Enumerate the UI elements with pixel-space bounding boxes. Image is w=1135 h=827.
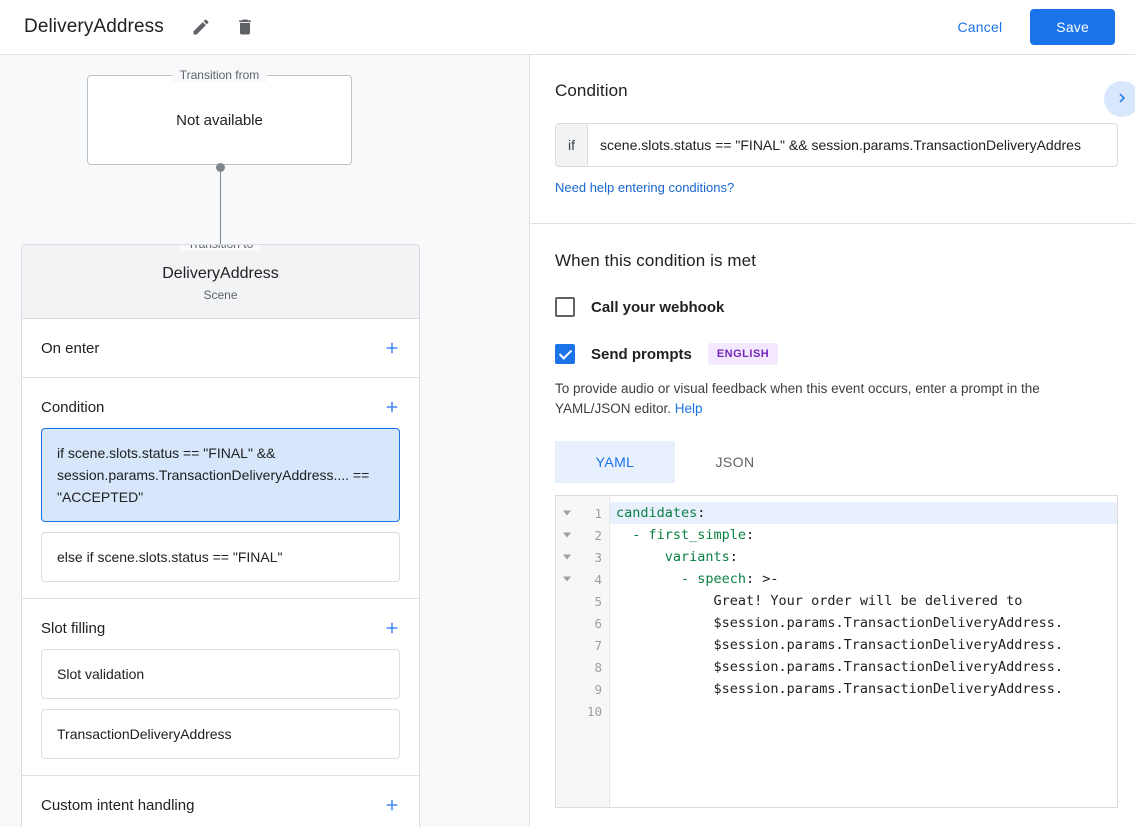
section-title-custom-intent-handling: Custom intent handling: [41, 797, 194, 814]
transition-to-card: Transition to DeliveryAddress Scene On e…: [21, 244, 420, 827]
list-item[interactable]: Slot validation: [41, 649, 400, 699]
fold-arrow-icon[interactable]: [563, 577, 571, 582]
scene-name: DeliveryAddress: [22, 265, 419, 283]
editor-line-number: 10: [556, 700, 609, 722]
editor-line-number: 1: [556, 502, 609, 524]
when-met-heading: When this condition is met: [555, 251, 1117, 271]
plus-icon: [383, 619, 401, 637]
chevron-right-icon: [1113, 89, 1131, 110]
list-item[interactable]: if scene.slots.status == "FINAL" && sess…: [41, 428, 400, 522]
section-header-on-enter: On enter: [22, 319, 419, 377]
editor-code-line: $session.params.TransactionDeliveryAddre…: [610, 634, 1117, 656]
save-button[interactable]: Save: [1030, 9, 1115, 45]
section-header-condition: Condition: [22, 378, 419, 428]
editor-code-line: $session.params.TransactionDeliveryAddre…: [610, 656, 1117, 678]
fold-arrow-icon[interactable]: [563, 511, 571, 516]
scene-header: Transition to DeliveryAddress Scene: [22, 245, 419, 319]
section-header-slot-filling: Slot filling: [22, 599, 419, 649]
transition-from-value: Not available: [88, 76, 351, 164]
tab-yaml[interactable]: YAML: [555, 441, 675, 483]
condition-help-link[interactable]: Need help entering conditions?: [555, 180, 734, 195]
condition-list: if scene.slots.status == "FINAL" && sess…: [22, 428, 419, 598]
language-badge: ENGLISH: [708, 343, 778, 365]
editor-format-tabs: YAML JSON: [555, 441, 1117, 483]
trash-icon: [235, 17, 255, 37]
editor-code-line: candidates:: [610, 502, 1117, 524]
editor-code-area[interactable]: candidates: - first_simple: variants: - …: [610, 496, 1117, 807]
condition-detail-panel: Condition if Need help entering conditio…: [531, 55, 1135, 827]
editor-help-link[interactable]: Help: [675, 401, 703, 416]
webhook-row: Call your webhook: [555, 297, 1117, 317]
editor-line-number: 2: [556, 524, 609, 546]
plus-icon: [383, 398, 401, 416]
editor-line-number: 4: [556, 568, 609, 590]
editor-line-number: 5: [556, 590, 609, 612]
section-title-slot-filling: Slot filling: [41, 620, 105, 637]
editor-code-line: $session.params.TransactionDeliveryAddre…: [610, 678, 1117, 700]
edit-name-button[interactable]: [184, 10, 218, 44]
editor-line-number: 3: [556, 546, 609, 568]
editor-code-line: Great! Your order will be delivered to: [610, 590, 1117, 612]
add-custom-intent-button[interactable]: [379, 792, 405, 818]
editor-code-line: - first_simple:: [610, 524, 1117, 546]
section-title-condition: Condition: [41, 399, 104, 416]
top-bar: DeliveryAddress Cancel Save: [0, 0, 1135, 55]
add-slot-filling-button[interactable]: [379, 615, 405, 641]
fold-arrow-icon[interactable]: [563, 555, 571, 560]
editor-description-text: To provide audio or visual feedback when…: [555, 381, 1040, 416]
list-item[interactable]: TransactionDeliveryAddress: [41, 709, 400, 759]
delete-button[interactable]: [228, 10, 262, 44]
editor-code-line: $session.params.TransactionDeliveryAddre…: [610, 612, 1117, 634]
condition-block: Condition if Need help entering conditio…: [531, 55, 1135, 224]
condition-if-label: if: [556, 124, 588, 166]
code-editor[interactable]: 12345678910 candidates: - first_simple: …: [555, 495, 1118, 808]
cancel-button[interactable]: Cancel: [944, 10, 1017, 44]
condition-heading: Condition: [555, 81, 1117, 101]
send-prompts-checkbox[interactable]: [555, 344, 575, 364]
editor-line-number: 9: [556, 678, 609, 700]
editor-code-line: - speech: >-: [610, 568, 1117, 590]
add-on-enter-button[interactable]: [379, 335, 405, 361]
condition-input-wrapper: if: [555, 123, 1118, 167]
section-header-custom-intent-handling: Custom intent handling: [22, 776, 419, 827]
editor-code-line: [610, 700, 1117, 722]
plus-icon: [383, 339, 401, 357]
pencil-icon: [191, 17, 211, 37]
editor-line-number: 8: [556, 656, 609, 678]
plus-icon: [383, 796, 401, 814]
section-slot-filling: Slot filling Slot validation Transaction…: [22, 599, 419, 776]
editor-line-number: 7: [556, 634, 609, 656]
editor-line-number: 6: [556, 612, 609, 634]
send-prompts-row: Send prompts ENGLISH: [555, 343, 1117, 365]
section-custom-intent-handling: Custom intent handling: [22, 776, 419, 827]
section-on-enter: On enter: [22, 319, 419, 378]
call-webhook-label: Call your webhook: [591, 299, 724, 316]
transition-from-box: Transition from Not available: [87, 75, 352, 165]
transition-from-legend: Transition from: [172, 68, 268, 82]
scene-flow-panel: Transition from Not available Transition…: [0, 55, 530, 827]
when-condition-met-block: When this condition is met Call your web…: [531, 224, 1135, 827]
list-item[interactable]: else if scene.slots.status == "FINAL": [41, 532, 400, 582]
transition-to-legend: Transition to: [180, 244, 262, 251]
section-condition: Condition if scene.slots.status == "FINA…: [22, 378, 419, 599]
expand-panel-button[interactable]: [1104, 81, 1135, 117]
fold-arrow-icon[interactable]: [563, 533, 571, 538]
add-condition-button[interactable]: [379, 394, 405, 420]
page-title: DeliveryAddress: [24, 16, 164, 38]
condition-input[interactable]: [588, 124, 1117, 166]
slot-filling-list: Slot validation TransactionDeliveryAddre…: [22, 649, 419, 775]
editor-gutter: 12345678910: [556, 496, 610, 807]
editor-description: To provide audio or visual feedback when…: [555, 379, 1117, 419]
editor-code-line: variants:: [610, 546, 1117, 568]
scene-type: Scene: [22, 288, 419, 302]
call-webhook-checkbox[interactable]: [555, 297, 575, 317]
tab-json[interactable]: JSON: [675, 441, 795, 483]
send-prompts-label: Send prompts: [591, 346, 692, 363]
section-title-on-enter: On enter: [41, 340, 99, 357]
